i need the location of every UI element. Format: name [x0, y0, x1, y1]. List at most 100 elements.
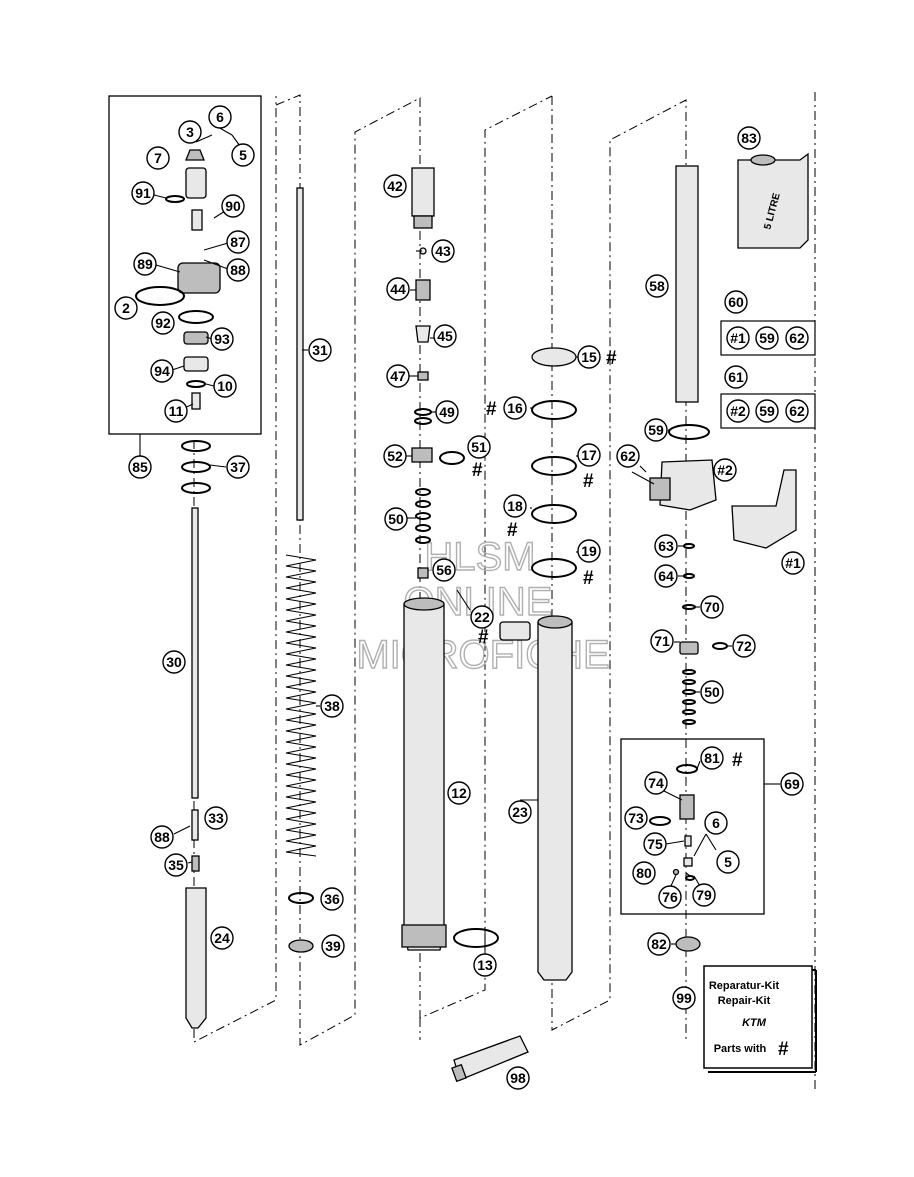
- callout-94: 94: [150, 359, 174, 383]
- svg-text:31: 31: [312, 342, 328, 358]
- callout-10: 10: [213, 374, 237, 398]
- callout-76: 76: [658, 885, 682, 909]
- callout-33: 33: [204, 806, 228, 830]
- callout-92: 92: [151, 311, 175, 335]
- callout-44: 44: [386, 277, 410, 301]
- callout-82: 82: [647, 932, 671, 956]
- column-2-parts: [285, 187, 317, 953]
- svg-text:10: 10: [217, 378, 233, 394]
- callout-64: 64: [654, 564, 678, 588]
- svg-text:17: 17: [581, 447, 597, 463]
- svg-text:12: 12: [451, 785, 467, 801]
- svg-text:87: 87: [230, 234, 246, 250]
- svg-text:75: 75: [647, 836, 663, 852]
- callout-hash1: #1: [781, 551, 805, 575]
- svg-text:23: 23: [512, 804, 528, 820]
- callout-hash2: #2: [713, 458, 737, 482]
- callout-37: 37: [226, 455, 250, 479]
- svg-text:76: 76: [662, 889, 678, 905]
- svg-text:93: 93: [214, 331, 230, 347]
- callout-88-lower: 88: [150, 825, 174, 849]
- callout-43: 43: [431, 239, 455, 263]
- callout-80: 80: [632, 861, 656, 885]
- column-3-parts: [401, 167, 531, 1083]
- svg-text:59: 59: [759, 403, 775, 419]
- svg-text:99: 99: [676, 990, 692, 1006]
- svg-text:83: 83: [741, 130, 757, 146]
- callout-5: 5: [231, 143, 255, 167]
- callout-61: 61: [724, 365, 748, 389]
- svg-text:#: #: [472, 460, 483, 481]
- callout-kit60-item3: 62: [785, 326, 809, 350]
- svg-text:88: 88: [230, 262, 246, 278]
- callout-83: 83: [737, 126, 761, 150]
- callout-6: 6: [208, 105, 232, 129]
- svg-text:#: #: [732, 750, 743, 771]
- svg-text:47: 47: [390, 368, 406, 384]
- callout-91: 91: [131, 181, 155, 205]
- repair-kit-line3: Parts with: [714, 1043, 767, 1055]
- svg-text:81: 81: [704, 750, 720, 766]
- svg-text:45: 45: [437, 328, 453, 344]
- svg-text:3: 3: [186, 124, 194, 140]
- callout-85: 85: [128, 455, 152, 479]
- callout-50-right: 50: [700, 680, 724, 704]
- svg-text:22: 22: [474, 609, 490, 625]
- callout-19: 19: [577, 539, 601, 563]
- svg-text:35: 35: [168, 857, 184, 873]
- svg-text:#2: #2: [730, 403, 746, 419]
- svg-text:73: 73: [628, 810, 644, 826]
- valve-assembly-box: [620, 738, 765, 915]
- callout-5-lower: 5: [716, 850, 740, 874]
- callout-18: 18: [503, 494, 527, 518]
- callout-47: 47: [386, 364, 410, 388]
- callout-58: 58: [645, 274, 669, 298]
- repair-kit-box: Reparatur-Kit Repair-Kit KTM Parts with …: [703, 965, 817, 1073]
- svg-text:88: 88: [154, 829, 170, 845]
- callout-63: 63: [654, 534, 678, 558]
- svg-text:94: 94: [154, 363, 170, 379]
- svg-text:#: #: [478, 627, 489, 648]
- svg-text:50: 50: [388, 511, 404, 527]
- callout-62: 62: [616, 444, 640, 468]
- repair-kit-hash: #: [778, 1039, 789, 1060]
- callout-7: 7: [146, 146, 170, 170]
- svg-text:11: 11: [169, 403, 184, 419]
- svg-text:56: 56: [436, 562, 452, 578]
- svg-text:39: 39: [325, 938, 341, 954]
- callout-3: 3: [178, 120, 202, 144]
- svg-text:33: 33: [208, 810, 224, 826]
- svg-text:58: 58: [649, 278, 665, 294]
- callout-15: 15: [577, 345, 601, 369]
- svg-text:#2: #2: [717, 462, 733, 478]
- svg-text:61: 61: [728, 369, 744, 385]
- callout-kit60-item2: 59: [755, 326, 779, 350]
- callout-39: 39: [321, 934, 345, 958]
- svg-text:74: 74: [648, 775, 664, 791]
- svg-text:5: 5: [724, 854, 732, 870]
- svg-text:49: 49: [439, 404, 455, 420]
- svg-text:37: 37: [230, 459, 246, 475]
- callout-35: 35: [164, 853, 188, 877]
- svg-text:80: 80: [636, 865, 652, 881]
- callout-42: 42: [383, 174, 407, 198]
- callout-87: 87: [226, 230, 250, 254]
- callout-30: 30: [162, 650, 186, 674]
- svg-text:70: 70: [704, 599, 720, 615]
- callout-89: 89: [133, 252, 157, 276]
- svg-text:98: 98: [510, 1070, 526, 1086]
- repair-kit-line1: Reparatur-Kit: [709, 980, 780, 992]
- svg-text:#: #: [583, 568, 594, 589]
- callout-22: 22: [470, 605, 494, 629]
- svg-text:62: 62: [620, 448, 636, 464]
- callout-88: 88: [226, 258, 250, 282]
- svg-text:52: 52: [387, 448, 403, 464]
- callout-69: 69: [780, 772, 804, 796]
- svg-text:30: 30: [166, 654, 182, 670]
- callout-90: 90: [221, 194, 245, 218]
- svg-text:59: 59: [759, 330, 775, 346]
- callout-11: 11: [164, 399, 188, 423]
- callout-17: 17: [577, 443, 601, 467]
- svg-text:92: 92: [155, 315, 171, 331]
